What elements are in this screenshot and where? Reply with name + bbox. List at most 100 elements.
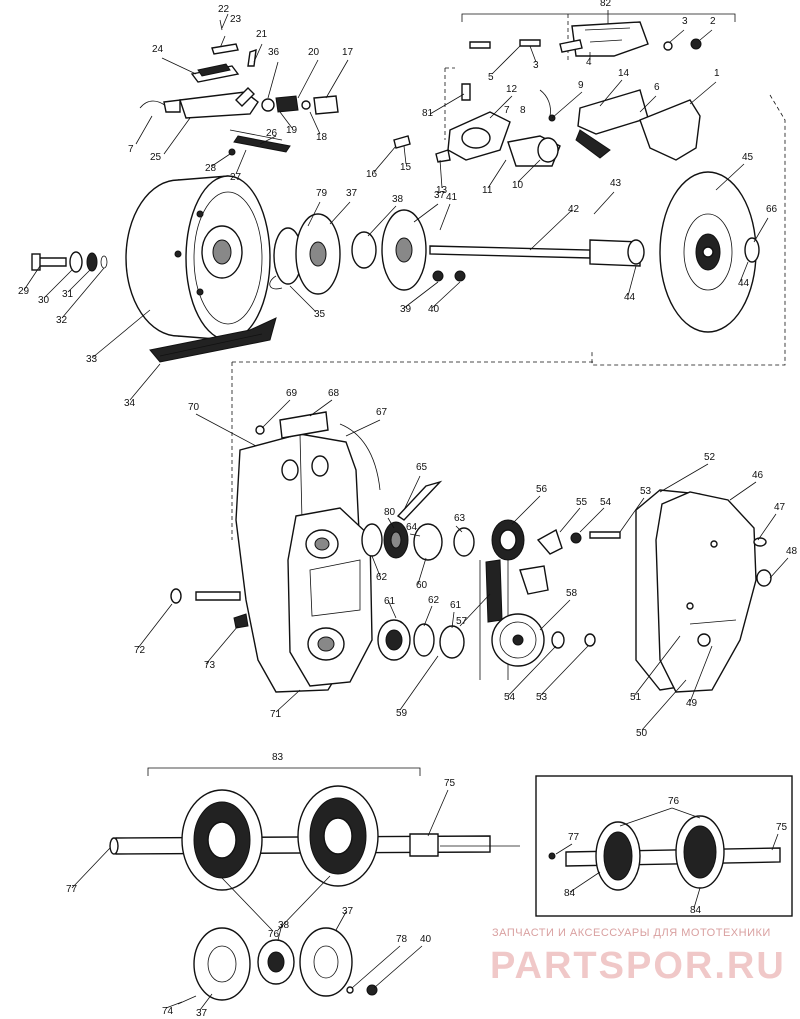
callout-label: 76 <box>668 796 680 807</box>
callout-label: 25 <box>150 152 162 163</box>
callout-label: 44 <box>624 292 636 303</box>
callout-label: 37 <box>196 1008 208 1019</box>
top-bracket-group <box>393 21 702 167</box>
inset-alt-axle <box>535 775 793 917</box>
callout-label: 80 <box>384 507 396 518</box>
callout-label: 84 <box>564 888 576 899</box>
leader-lines <box>23 10 789 1011</box>
callout-label: 30 <box>38 295 50 306</box>
callout-label: 61 <box>450 600 462 611</box>
callout-label: 43 <box>610 178 622 189</box>
callout-label: 37 <box>342 906 354 917</box>
callout-label: 78 <box>396 934 408 945</box>
callout-label: 27 <box>230 172 242 183</box>
callout-label: 28 <box>205 163 217 174</box>
callout-label: 54 <box>600 497 612 508</box>
callout-label: 75 <box>444 778 456 789</box>
callout-label: 46 <box>752 470 764 481</box>
callout-label: 9 <box>578 80 584 91</box>
callout-label: 2 <box>710 16 716 27</box>
callout-label: 3 <box>682 16 688 27</box>
callout-label: 52 <box>704 452 716 463</box>
watermark: ЗАПЧАСТИ И АКСЕССУАРЫ ДЛЯ МОТОТЕХНИКИ PA… <box>490 927 786 987</box>
callout-label: 69 <box>286 388 298 399</box>
axle-bearing-set <box>177 927 378 1005</box>
callout-label: 1 <box>714 68 720 79</box>
callout-label: 38 <box>392 194 404 205</box>
callout-label: 54 <box>504 692 516 703</box>
callout-label: 56 <box>536 484 548 495</box>
callout-label: 7 <box>504 105 510 116</box>
callout-label: 32 <box>56 315 68 326</box>
drive-belt-34 <box>149 317 277 363</box>
callout-label: 71 <box>270 709 282 720</box>
callout-label: 40 <box>428 304 440 315</box>
callout-label: 62 <box>428 595 440 606</box>
callout-label: 29 <box>18 286 30 297</box>
callout-label: 79 <box>316 188 328 199</box>
callout-label: 53 <box>640 486 652 497</box>
callout-label: 11 <box>482 185 493 196</box>
callout-label: 50 <box>636 728 648 739</box>
callout-label: 37 <box>434 190 446 201</box>
sheave-stack-35-44 <box>269 209 645 295</box>
driven-disc-45 <box>659 171 760 333</box>
callout-label: 20 <box>308 47 320 58</box>
callout-label: 53 <box>536 692 548 703</box>
callout-label: 77 <box>66 884 78 895</box>
callout-label: 23 <box>230 14 242 25</box>
callout-label: 15 <box>400 162 412 173</box>
callout-label: 42 <box>568 204 580 215</box>
callout-label: 14 <box>618 68 630 79</box>
callout-label: 84 <box>690 905 702 916</box>
callout-label: 40 <box>420 934 432 945</box>
callout-label: 65 <box>416 462 428 473</box>
bolt-washers-29-32 <box>31 251 108 273</box>
drive-pulley-33 <box>125 175 271 341</box>
callout-label: 36 <box>268 47 280 58</box>
cable-bracket-assembly <box>139 19 339 156</box>
callout-label: 75 <box>776 822 788 833</box>
gearbox-housing-71 <box>235 411 381 693</box>
callout-label: 24 <box>152 44 164 55</box>
callout-label: 26 <box>266 128 278 139</box>
callout-label: 67 <box>376 407 388 418</box>
callout-label: 7 <box>128 144 134 155</box>
callout-label: 4 <box>586 57 592 68</box>
callout-label: 59 <box>396 708 408 719</box>
callout-label: 33 <box>86 354 98 365</box>
callout-label: 37 <box>346 188 358 199</box>
callout-label: 68 <box>328 388 340 399</box>
callout-label: 73 <box>204 660 216 671</box>
callout-label: 49 <box>686 698 698 709</box>
callout-label: 70 <box>188 402 200 413</box>
callout-label: 48 <box>786 546 798 557</box>
callout-label: 82 <box>600 0 612 9</box>
callout-label: 18 <box>316 132 328 143</box>
callout-label: 5 <box>488 72 494 83</box>
callout-label: 47 <box>774 502 786 513</box>
callout-label: 41 <box>446 192 458 203</box>
callout-label: 34 <box>124 398 136 409</box>
callout-label: 22 <box>218 4 230 15</box>
callout-label: 60 <box>416 580 428 591</box>
callout-label: 74 <box>162 1006 174 1017</box>
drive-axle-group-83 <box>109 767 520 891</box>
callout-label: 39 <box>400 304 412 315</box>
callout-label: 45 <box>742 152 754 163</box>
callout-label: 57 <box>456 616 468 627</box>
gearbox-group-outline <box>231 361 596 540</box>
callout-label: 61 <box>384 596 396 607</box>
watermark-logo: PARTSPOR.RU <box>490 945 786 987</box>
callout-label: 66 <box>766 204 778 215</box>
gear-train-53-66 <box>361 480 621 680</box>
callout-label: 8 <box>520 105 526 116</box>
callout-label: 76 <box>268 929 280 940</box>
callout-label: 58 <box>566 588 578 599</box>
callout-label: 31 <box>62 289 74 300</box>
callout-label: 62 <box>376 572 388 583</box>
callout-label: 55 <box>576 497 588 508</box>
